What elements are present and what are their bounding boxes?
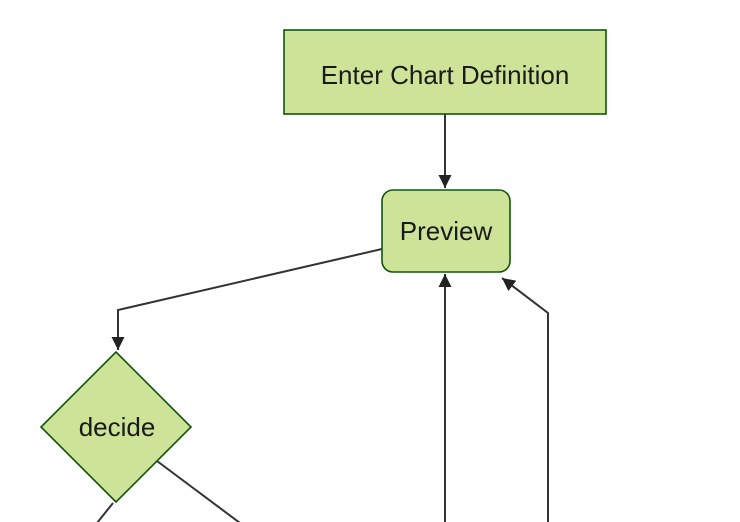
edge-decide-to-offscreen-left (96, 502, 114, 522)
node-decide: decide (39, 350, 193, 504)
decide-label: decide (79, 412, 156, 442)
enter-chart-definition-box (283, 29, 607, 115)
node-preview: Preview (381, 189, 511, 273)
edge-preview-to-decide (111, 248, 383, 350)
preview-label: Preview (400, 216, 493, 246)
preview-box (381, 189, 511, 273)
decide-diamond (39, 350, 193, 504)
edges (96, 114, 549, 522)
edge-bottom-right-to-preview (501, 277, 549, 522)
edge-decide-to-offscreen-right (156, 460, 241, 522)
node-enter-chart-definition: Enter Chart Definition (283, 29, 607, 115)
enter-chart-definition-label: Enter Chart Definition (321, 60, 570, 90)
